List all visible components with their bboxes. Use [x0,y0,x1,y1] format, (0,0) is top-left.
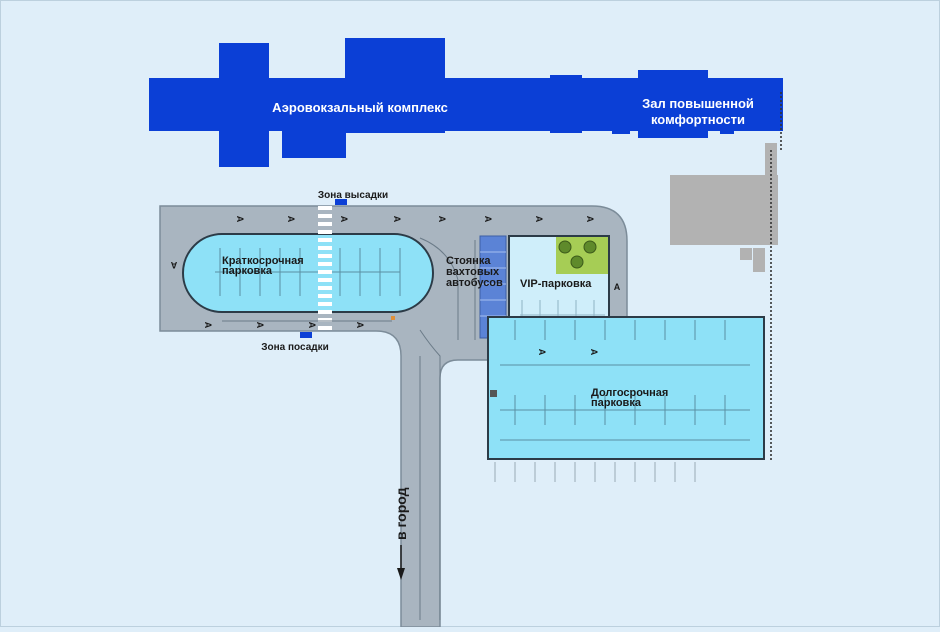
arrow-top-6: A [483,216,493,223]
dropoff-marker [335,199,347,205]
fence-dotted-line [770,92,782,462]
long-term-parking [487,316,765,460]
arrow-top-1: A [235,216,245,223]
arrow-top-7: A [534,216,544,223]
arrow-bottom-3: A [307,322,317,329]
bus-parking-label-line1: Стоянка [446,255,491,267]
terminal-label: Аэровокзальный комплекс [272,100,448,115]
arrow-bottom-2: A [255,322,265,329]
arrow-right: A [614,282,621,292]
arrow-left: A [170,260,177,270]
lane-marks [222,237,476,620]
ticket-machine [490,390,497,397]
arrow-top-4: A [392,216,402,223]
bus-parking-label-line3: автобусов [446,277,503,289]
terminal-building [149,38,783,167]
arrow-bottom-5: A [537,349,547,356]
pickup-label: Зона посадки [261,342,329,353]
service-buildings [670,143,778,272]
arrow-top-5: A [437,216,447,223]
arrow-top-8: A [585,216,595,223]
to-city-label: в город [393,487,409,540]
arrow-bottom-4: A [355,322,365,329]
to-city-arrow [397,545,405,580]
short-term-parking-label-line2: парковка [222,265,273,277]
long-term-parking-label-line1: Долгосрочная [591,387,668,399]
vip-hall-label-line1: Зал повышенной [642,96,754,111]
short-term-parking [182,233,434,313]
arrow-bottom-1: A [203,322,213,329]
trees [558,240,597,269]
direction-arrows: A A A A A A A A A A A A A A A A [170,216,621,356]
dropoff-label: Зона высадки [318,190,388,201]
bus-parking-label-line2: вахтовых [446,266,500,278]
arrow-top-2: A [286,216,296,223]
outer-stalls [494,462,696,482]
short-term-parking-label-line1: Краткосрочная [222,255,304,267]
pickup-marker [300,332,312,338]
arrow-bottom-6: A [589,349,599,356]
vip-hall-label-line2: комфортности [651,112,745,127]
long-term-parking-stalls [500,320,750,441]
short-term-parking-stalls [215,248,401,296]
pedestrian-crossing [318,206,332,330]
long-term-parking-label-line2: парковка [591,397,642,409]
arrow-top-3: A [339,216,349,223]
vip-parking-label: VIP-парковка [520,278,592,290]
